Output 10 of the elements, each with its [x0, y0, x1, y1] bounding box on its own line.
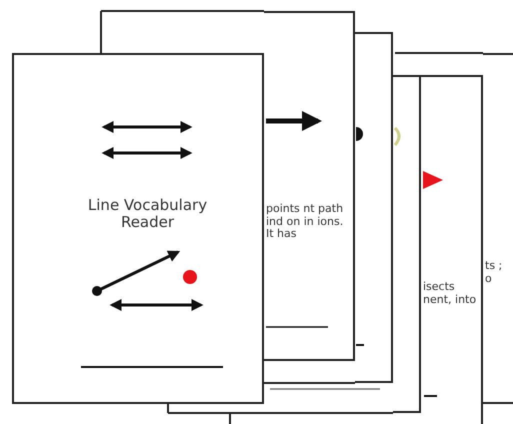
title-text: Line Vocabulary Reader	[86, 197, 208, 232]
body-text: isects nent, into	[423, 281, 478, 306]
body-text: ts ; o	[485, 260, 504, 286]
worksheet-page	[483, 53, 513, 404]
worksheet-page	[393, 75, 421, 413]
worksheet-page	[12, 53, 264, 404]
worksheet-page	[421, 75, 483, 424]
worksheet-page	[355, 32, 393, 383]
body-text: points nt path ind on in ions. It has	[266, 203, 344, 241]
worksheet-page	[264, 11, 355, 361]
